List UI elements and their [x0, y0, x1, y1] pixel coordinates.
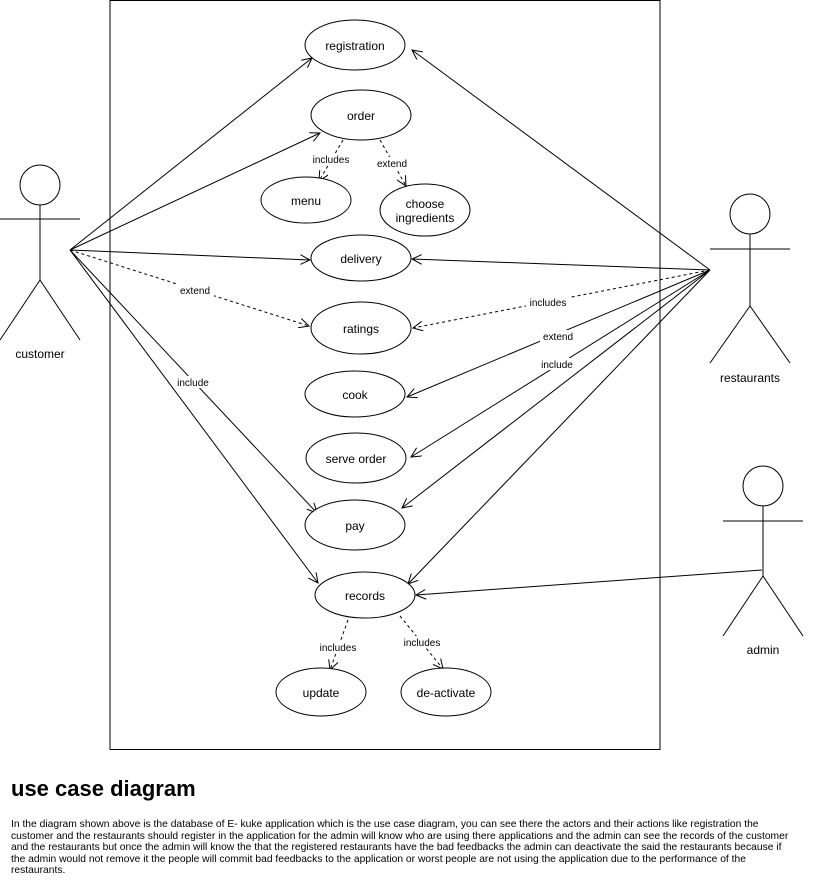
usecase-deactivate: [400, 667, 492, 717]
usecase-order: [310, 89, 412, 141]
usecase-order-label: order: [347, 109, 375, 123]
use-case-diagram: includes extend extend include includes …: [0, 0, 804, 750]
edge-customer-registration: [69, 58, 312, 251]
label-customer-ratings: extend: [180, 286, 210, 297]
caption-description: In the diagram shown above is the databa…: [11, 819, 789, 877]
actor-customer-head: [19, 164, 61, 206]
usecase-update: [275, 667, 367, 717]
edge-customer-records: [69, 249, 318, 583]
usecase-choose-ingredients-label-2: ingredients: [396, 211, 455, 225]
usecase-pay-label: pay: [345, 519, 364, 533]
edge-admin-records: [416, 569, 763, 595]
caption-title: use case diagram: [11, 776, 196, 801]
edge-restaurants-delivery: [412, 259, 711, 271]
actor-restaurants-label: restaurants: [720, 371, 780, 385]
usecase-ratings-label: ratings: [343, 322, 379, 336]
actor-admin: [722, 465, 804, 637]
label-records-update: includes: [320, 643, 357, 654]
edge-customer-delivery: [69, 249, 310, 260]
actor-restaurants: [709, 193, 791, 364]
usecase-choose-ingredients-label-1: choose: [406, 197, 445, 211]
usecase-serve-order-label: serve order: [326, 452, 387, 466]
usecase-choose-ingredients: [379, 183, 471, 237]
usecase-cook-label: cook: [342, 388, 368, 402]
edge-restaurants-registration: [412, 50, 711, 271]
edge-records-deactivate: [399, 615, 443, 669]
actor-restaurants-head: [729, 193, 771, 235]
label-customer-pay: include: [177, 378, 209, 389]
usecase-deactivate-label: de-activate: [417, 686, 476, 700]
usecase-records: [314, 571, 416, 619]
label-restaurants-serve: include: [541, 360, 573, 371]
usecase-ratings: [310, 301, 412, 355]
usecase-menu-label: menu: [291, 194, 321, 208]
usecase-registration-label: registration: [325, 39, 384, 53]
label-order-menu: includes: [313, 155, 350, 166]
edge-customer-order: [69, 133, 320, 251]
edge-order-menu: [319, 139, 344, 181]
usecase-menu: [260, 176, 352, 224]
usecase-cook: [304, 370, 406, 418]
edge-restaurants-records: [408, 269, 711, 584]
usecase-delivery: [310, 234, 412, 282]
actor-customer-label: customer: [15, 347, 64, 361]
usecase-pay: [304, 499, 406, 551]
label-restaurants-cook: extend: [543, 332, 573, 343]
edge-restaurants-pay: [402, 269, 711, 508]
actor-admin-head: [742, 465, 784, 507]
usecase-records-label: records: [345, 589, 385, 603]
usecase-update-label: update: [303, 686, 340, 700]
usecase-delivery-label: delivery: [340, 252, 381, 266]
actor-admin-label: admin: [747, 643, 780, 657]
actor-customer: [0, 164, 81, 341]
label-restaurants-ratings: includes: [530, 298, 567, 309]
system-boundary: [109, 0, 661, 750]
usecase-serve-order: [305, 432, 407, 484]
usecase-registration: [304, 19, 406, 71]
label-records-deactivate: includes: [404, 638, 441, 649]
label-order-ingredients: extend: [377, 159, 407, 170]
